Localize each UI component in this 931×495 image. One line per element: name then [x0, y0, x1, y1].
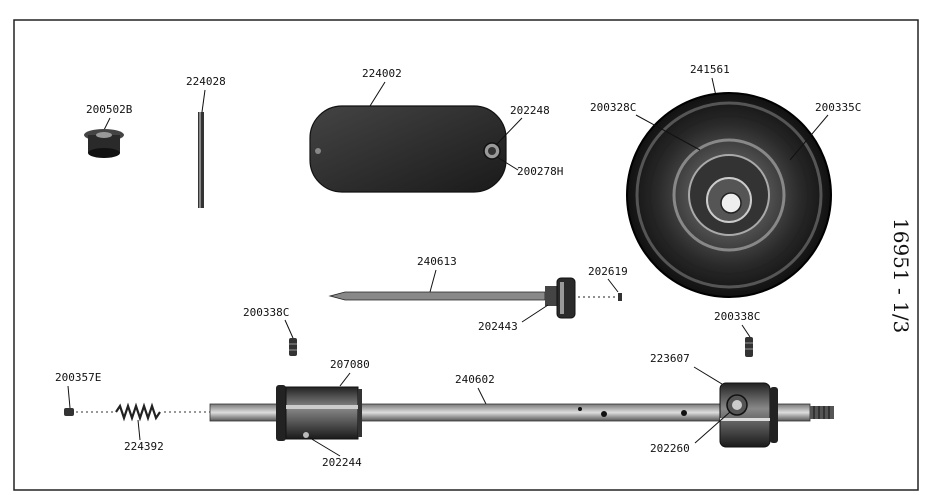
- part-223607-collar: 223607 202260: [650, 352, 778, 455]
- label-202248: 202248: [510, 104, 550, 117]
- label-240613: 240613: [417, 255, 457, 268]
- label-200502B: 200502B: [86, 103, 133, 116]
- label-200357E: 200357E: [55, 371, 101, 384]
- label-200335C: 200335C: [815, 101, 861, 114]
- label-200328C: 200328C: [590, 101, 636, 114]
- label-200338C-right: 200338C: [714, 310, 760, 323]
- part-224392-spring: 224392: [115, 402, 210, 453]
- label-207080: 207080: [330, 358, 370, 371]
- label-202244: 202244: [322, 456, 362, 469]
- label-223607: 223607: [650, 352, 690, 365]
- label-241561: 241561: [690, 63, 730, 76]
- sheet-code: 16951 - 1/3: [889, 218, 913, 333]
- part-200338C-screw-right: 200338C: [714, 310, 760, 357]
- part-241561-pulley: 241561 200328C 200335C: [590, 63, 861, 298]
- label-224392: 224392: [124, 440, 164, 453]
- label-224028: 224028: [186, 75, 226, 88]
- label-224002: 224002: [362, 67, 402, 80]
- part-224028-pin: 224028: [186, 75, 226, 208]
- sheet-frame: [13, 19, 919, 491]
- label-200338C-left: 200338C: [243, 306, 289, 319]
- part-207080-collar: 207080 202244: [276, 358, 370, 469]
- label-200278H: 200278H: [517, 165, 563, 178]
- label-202443: 202443: [478, 320, 518, 333]
- label-202619: 202619: [588, 265, 628, 278]
- part-224002-plate: 224002 202248 200278H: [309, 67, 563, 193]
- label-202260: 202260: [650, 442, 690, 455]
- part-200502B-nut: 200502B: [84, 103, 133, 158]
- part-200357E-screw: 200357E: [55, 371, 116, 416]
- part-240613-spindle: 240613 202619 202443: [328, 255, 628, 333]
- label-240602: 240602: [455, 373, 495, 386]
- part-200338C-screw-left: 200338C: [243, 306, 297, 356]
